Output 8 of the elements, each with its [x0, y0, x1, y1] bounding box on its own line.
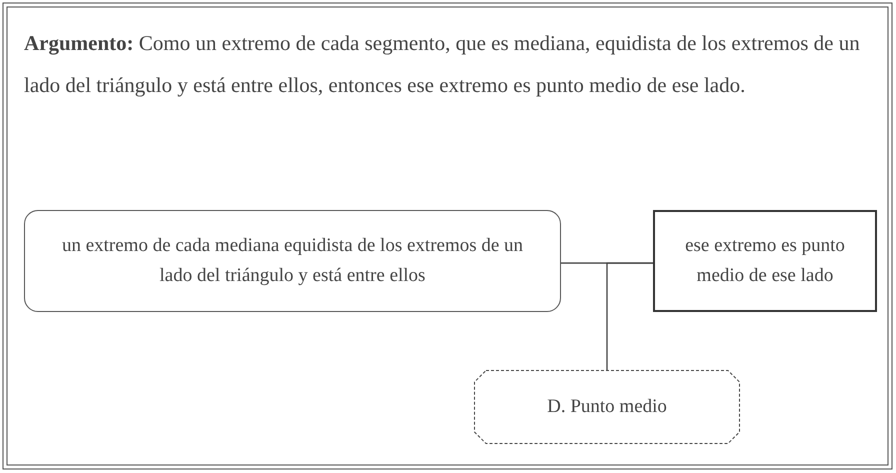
- definition-box: [474, 370, 740, 444]
- node-text: ese extremo es punto medio de ese lado: [684, 234, 846, 288]
- premise-box: [24, 210, 561, 312]
- node-text: un extremo de cada mediana equidista de los extremos de un lado del triángulo y está entre ellos: [60, 234, 524, 288]
- conclusion-box: [653, 210, 877, 312]
- argument-text: Argumento: Como un extremo de cada segmento, que es mediana, equidista de los extremos de un lado del triángulo y está entre ellos, entonces ese extremo es punto medio de ese lado.: [24, 30, 861, 99]
- connector-line: [606, 262, 653, 370]
- node-text: D. Punto medio: [546, 394, 668, 419]
